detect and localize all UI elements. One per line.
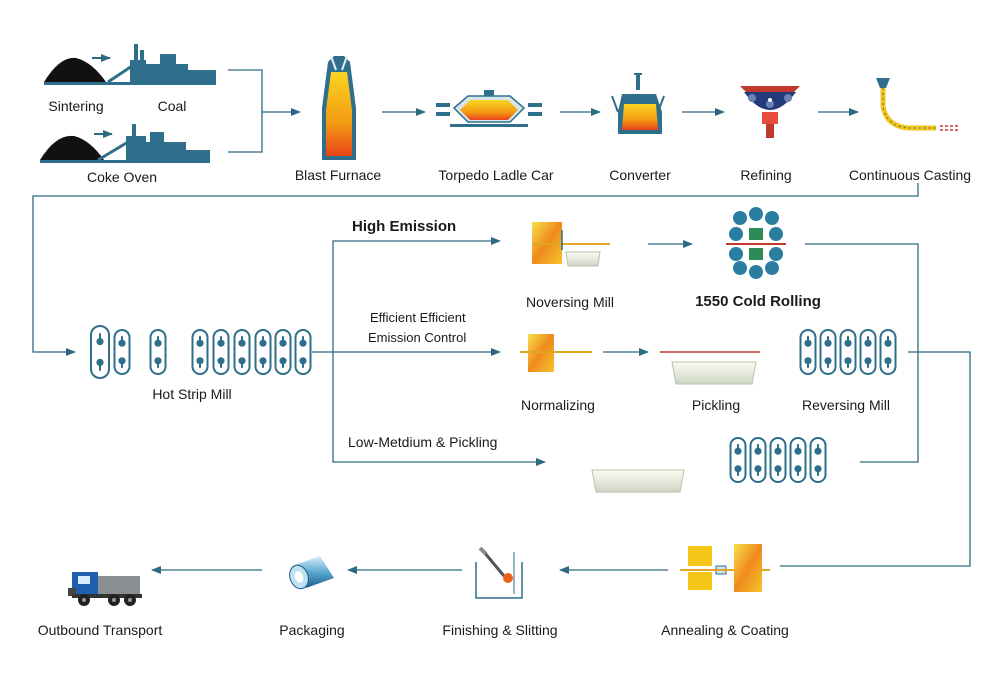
hot-strip-mill-stand [191,329,209,375]
hot-strip-mill-stand [254,329,272,375]
converter-icon [611,73,665,134]
reversing-mill-stand [819,329,837,375]
refining-icon [740,86,800,138]
label-sintering: Sintering [48,98,104,114]
packaging-coil-icon [289,556,334,590]
flow-connectors [32,69,971,574]
hot-strip-mill-icon [80,325,312,379]
label-blast-furnace: Blast Furnace [294,167,382,183]
hot-strip-mill-stand [233,329,251,375]
label-noversing-mill: Noversing Mill [526,294,614,310]
label-torpedo-ladle-car: Torpedo Ladle Car [438,167,554,183]
label-low-medium-pickling: Low-Metdium & Pickling [348,434,498,450]
reversing-mill-stand [799,329,817,375]
sintering-coal-icon [44,44,216,85]
label-outbound-transport: Outbound Transport [37,622,163,638]
label-high-emission: High Emission [352,218,457,235]
low-medium-mill-stand [769,437,787,483]
low-medium-pickling-icon [578,437,840,493]
reversing-mill-icon [790,329,902,375]
low-medium-mill-stand [809,437,827,483]
casting-to-hot-strip-line [32,183,919,356]
noversing-mill-icon [532,222,610,267]
low-medium-mill-stand [789,437,807,483]
hot-strip-mill-stand [294,329,312,375]
label-packaging: Packaging [279,622,345,638]
hot-strip-mill-stand [149,329,167,375]
coke-oven-icon [40,124,210,163]
label-finishing-slitting: Finishing & Slitting [442,622,558,638]
label-reversing-mill: Reversing Mill [802,397,890,413]
hot-strip-mill-stand [113,329,131,375]
label-coke-oven: Coke Oven [86,169,158,185]
raw-material-merge-line [228,69,263,153]
dump-truck-icon [68,572,142,606]
reversing-mill-stand [879,329,897,375]
hot-strip-mill-stand [274,329,292,375]
label-converter: Converter [609,167,671,183]
branch-low-medium [332,352,546,466]
label-efficient-line-2: Emission Control [368,330,467,345]
hot-strip-mill-stand [90,325,110,379]
finishing-slitting-icon [475,546,523,599]
torpedo-ladle-car-icon [436,90,542,127]
label-coal: Coal [157,98,187,114]
normalizing-icon [520,334,592,372]
pickling-tank-icon [660,351,760,385]
annealing-coating-icon [680,544,770,592]
label-hot-strip-mill: Hot Strip Mill [152,386,232,402]
reversing-to-annealing-line [780,351,971,567]
label-efficient-line-1: Efficient Efficient [370,310,466,325]
cold-rolling-return-line [805,243,919,463]
blast-furnace-icon [322,55,356,160]
hot-strip-mill-stand [212,329,230,375]
label-refining: Refining [740,167,792,183]
continuous-casting-icon [876,78,958,131]
branch-high-emission [312,237,501,353]
low-medium-mill-stand [729,437,747,483]
low-medium-mill-stand [749,437,767,483]
reversing-mill-stand [859,329,877,375]
label-annealing-coating: Annealing & Coating [661,622,789,638]
label-normalizing: Normalizing [521,397,595,413]
label-continuous-casting: Continuous Casting [848,167,972,183]
reversing-mill-stand [839,329,857,375]
cold-rolling-mill-icon [726,207,786,279]
label-cold-rolling: 1550 Cold Rolling [695,293,821,310]
label-pickling: Pickling [691,397,741,413]
